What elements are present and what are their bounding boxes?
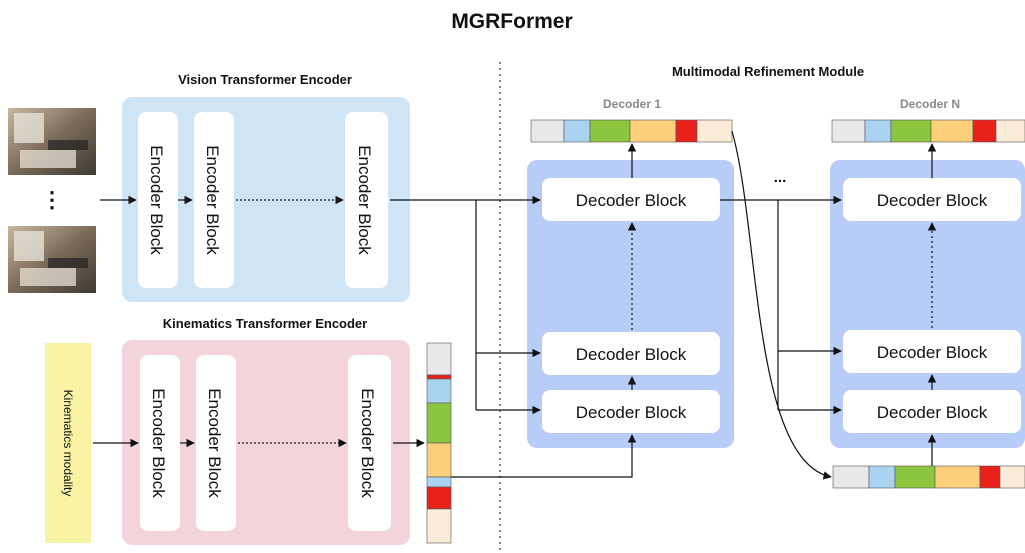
video-frame-top bbox=[8, 108, 96, 175]
svg-text:Encoder Block: Encoder Block bbox=[205, 388, 224, 498]
vision-ellipsis: ⋮ bbox=[41, 187, 63, 212]
kinematics-modality-box: Kinematics modality bbox=[45, 343, 91, 543]
kinematics-encoder-block-3: Encoder Block bbox=[348, 355, 391, 531]
decoder-n-block-bottom: Decoder Block bbox=[843, 390, 1021, 433]
decoder-1-block-middle: Decoder Block bbox=[542, 332, 720, 375]
svg-text:Decoder Block: Decoder Block bbox=[877, 343, 988, 362]
vision-to-decoder-connectors bbox=[390, 195, 541, 415]
decoder-1-to-n-connectors bbox=[720, 195, 842, 415]
svg-text:Encoder Block: Encoder Block bbox=[147, 145, 166, 255]
kinematics-encoder-block-1: Encoder Block bbox=[140, 355, 180, 531]
svg-text:Decoder Block: Decoder Block bbox=[877, 191, 988, 210]
decoder-1-token-row bbox=[530, 119, 733, 143]
svg-text:Kinematics modality: Kinematics modality bbox=[61, 390, 75, 497]
refinement-module-title: Multimodal Refinement Module bbox=[672, 64, 864, 79]
decoder-n-block-middle: Decoder Block bbox=[843, 330, 1021, 373]
vision-encoder-block-2: Encoder Block bbox=[194, 112, 234, 288]
svg-text:Decoder Block: Decoder Block bbox=[576, 345, 687, 364]
vision-encoder-block-1: Encoder Block bbox=[138, 112, 178, 288]
diagram-title: MGRFormer bbox=[451, 10, 572, 33]
decoder-n-block-top: Decoder Block bbox=[843, 178, 1021, 221]
decoder-n-token-row bbox=[831, 119, 1025, 143]
kinematics-token-bar bbox=[426, 342, 452, 544]
svg-text:Encoder Block: Encoder Block bbox=[358, 388, 377, 498]
kinematics-encoder-block-2: Encoder Block bbox=[196, 355, 236, 531]
decoder-1-label: Decoder 1 bbox=[603, 97, 661, 111]
decoder-1-block-top: Decoder Block bbox=[542, 178, 720, 221]
kinematics-to-decoder-1-connector bbox=[451, 434, 637, 478]
svg-text:Decoder Block: Decoder Block bbox=[576, 403, 687, 422]
decoder-1-output-curve bbox=[731, 130, 832, 480]
decoder-n-panel bbox=[830, 160, 1025, 448]
decoder-1-panel bbox=[527, 160, 734, 448]
svg-text:Encoder Block: Encoder Block bbox=[203, 145, 222, 255]
decoder-n-label: Decoder N bbox=[900, 97, 960, 111]
decoder-n-input-token-row bbox=[832, 465, 1025, 489]
kinematics-encoder-title: Kinematics Transformer Encoder bbox=[163, 316, 367, 331]
svg-text:Decoder Block: Decoder Block bbox=[576, 191, 687, 210]
svg-text:Encoder Block: Encoder Block bbox=[355, 145, 374, 255]
vision-encoder-title: Vision Transformer Encoder bbox=[178, 72, 352, 87]
vision-encoder-block-3: Encoder Block bbox=[345, 112, 388, 288]
video-frame-bottom bbox=[8, 226, 96, 293]
svg-text:Encoder Block: Encoder Block bbox=[149, 388, 168, 498]
svg-text:Decoder Block: Decoder Block bbox=[877, 403, 988, 422]
decoder-between-ellipsis: ... bbox=[774, 169, 787, 186]
decoder-1-block-bottom: Decoder Block bbox=[542, 390, 720, 433]
